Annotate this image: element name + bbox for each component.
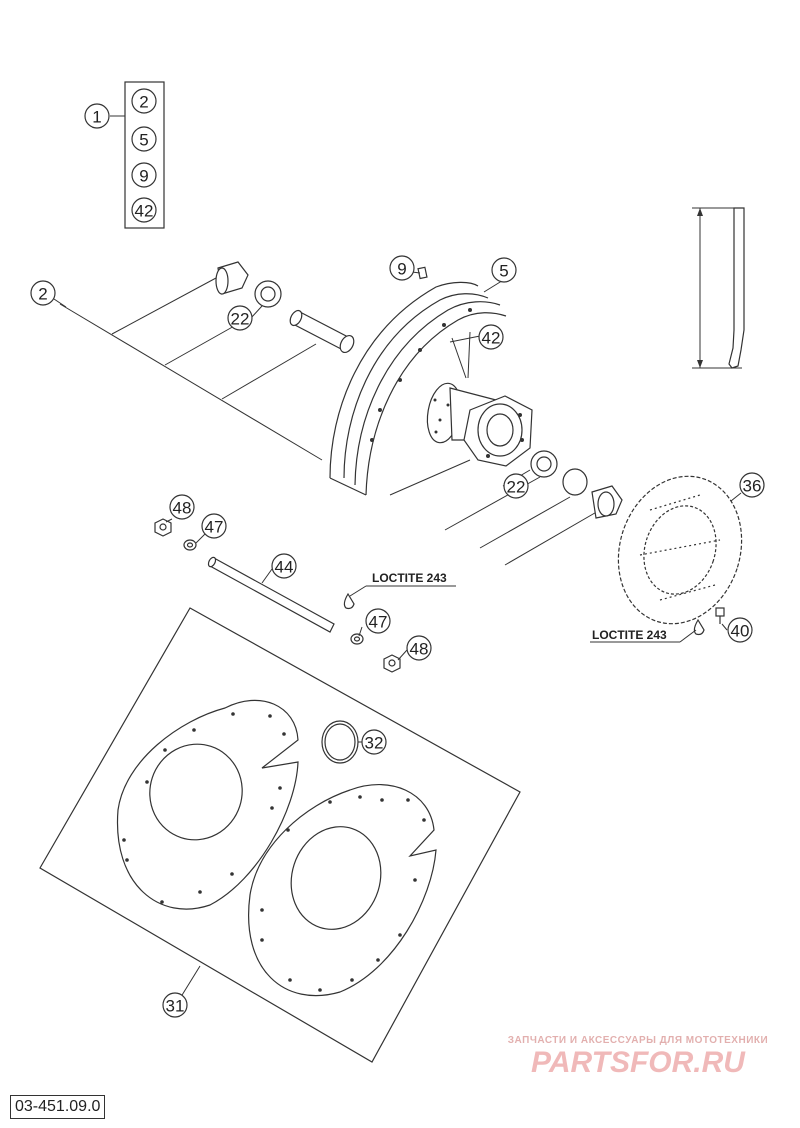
svg-text:48: 48	[173, 499, 192, 518]
disc-bolt[interactable]	[715, 607, 725, 624]
callout-5[interactable]: 5	[491, 257, 517, 283]
kit-item-2[interactable]: 2	[131, 88, 157, 114]
axis-leaders	[59, 277, 601, 566]
axle[interactable]	[207, 556, 335, 633]
callout-47-left[interactable]: 47	[201, 513, 227, 539]
loctite-note-axle: LOCTITE 243	[372, 571, 447, 585]
svg-text:40: 40	[731, 622, 750, 641]
watermark: ЗАПЧАСТИ И АКСЕССУАРЫ ДЛЯ МОТОТЕХНИКИ PA…	[488, 1035, 788, 1080]
gasket-a[interactable]	[116, 699, 299, 910]
svg-text:36: 36	[743, 477, 762, 496]
svg-text:44: 44	[275, 558, 294, 577]
hub[interactable]	[423, 381, 533, 467]
callout-48-left[interactable]: 48	[169, 494, 195, 520]
loctite-drop-disc	[693, 618, 705, 636]
circlip[interactable]	[562, 468, 588, 496]
spoke-dimension	[692, 207, 745, 369]
callout-22-left[interactable]: 22	[227, 305, 253, 331]
spoke-nipple[interactable]	[417, 266, 428, 280]
callout-44[interactable]: 44	[271, 553, 297, 579]
svg-text:22: 22	[231, 310, 250, 329]
clamp-ring[interactable]	[321, 720, 359, 764]
spacer-right[interactable]	[591, 485, 623, 519]
callout-32[interactable]: 32	[361, 729, 387, 755]
svg-text:5: 5	[499, 262, 508, 281]
kit-item-5[interactable]: 5	[131, 126, 157, 152]
washer-right[interactable]	[350, 633, 364, 645]
svg-text:42: 42	[135, 202, 154, 221]
brake-disc[interactable]	[600, 460, 760, 640]
bearing-right[interactable]	[530, 450, 558, 478]
svg-text:42: 42	[482, 329, 501, 348]
callout-40[interactable]: 40	[727, 617, 753, 643]
svg-text:47: 47	[205, 518, 224, 537]
callout-48-right[interactable]: 48	[406, 635, 432, 661]
svg-text:1: 1	[92, 108, 101, 127]
svg-text:9: 9	[139, 167, 148, 186]
svg-text:22: 22	[507, 478, 526, 497]
spoke[interactable]	[728, 207, 745, 369]
svg-text:9: 9	[397, 260, 406, 279]
callout-1[interactable]: 1	[84, 103, 110, 129]
callout-9[interactable]: 9	[389, 255, 415, 281]
callout-47-right[interactable]: 47	[365, 608, 391, 634]
svg-text:32: 32	[365, 734, 384, 753]
svg-text:48: 48	[410, 640, 429, 659]
callout-42[interactable]: 42	[478, 324, 504, 350]
kit-item-42[interactable]: 42	[131, 197, 157, 223]
callout-2[interactable]: 2	[30, 280, 56, 306]
svg-text:47: 47	[369, 613, 388, 632]
rim[interactable]	[329, 281, 507, 496]
callout-31[interactable]: 31	[162, 992, 188, 1018]
nut-left[interactable]	[154, 518, 172, 537]
bearing-left[interactable]	[254, 280, 282, 308]
svg-text:31: 31	[166, 997, 185, 1016]
nut-right[interactable]	[383, 654, 401, 673]
gasket-kit-frame	[39, 607, 521, 1063]
gasket-b[interactable]	[248, 783, 437, 997]
svg-text:5: 5	[139, 131, 148, 150]
loctite-note-disc: LOCTITE 243	[592, 628, 667, 642]
spoke-set	[451, 331, 471, 379]
distance-sleeve[interactable]	[288, 309, 357, 355]
watermark-logo: PARTSFOR.RU	[531, 1046, 745, 1079]
callout-22-right[interactable]: 22	[503, 473, 529, 499]
spacer-left[interactable]	[215, 261, 249, 295]
watermark-tagline: ЗАПЧАСТИ И АКСЕССУАРЫ ДЛЯ МОТОТЕХНИКИ	[507, 1035, 769, 1046]
kit-item-9[interactable]: 9	[131, 162, 157, 188]
callout-36[interactable]: 36	[739, 472, 765, 498]
loctite-drop-axle	[343, 592, 355, 610]
drawing-number: 03-451.09.0	[10, 1095, 106, 1119]
svg-text:2: 2	[38, 285, 47, 304]
washer-left[interactable]	[183, 539, 197, 551]
svg-text:2: 2	[139, 93, 148, 112]
kit-legend: 1 2 5 9 42	[84, 81, 165, 229]
